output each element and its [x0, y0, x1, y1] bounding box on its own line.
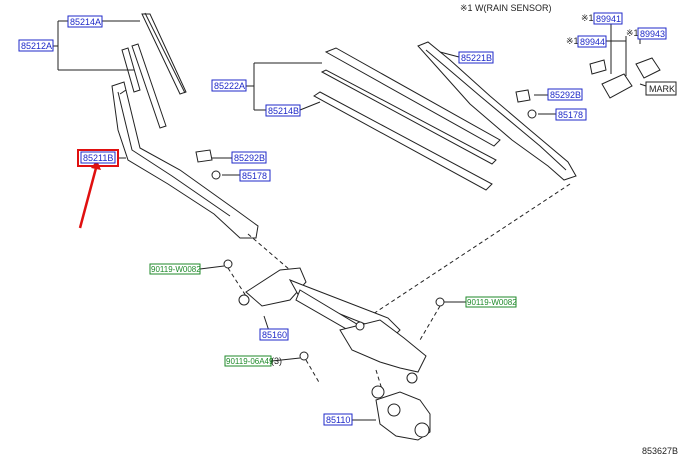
label-85221B[interactable]: 85221B [458, 51, 494, 64]
label-89943[interactable]: 89943 [637, 27, 667, 40]
svg-text:85221B: 85221B [461, 53, 492, 63]
label-85214B[interactable]: 85214B [265, 104, 301, 117]
wiper-motor [371, 385, 431, 441]
svg-text:90119-W0082: 90119-W0082 [151, 265, 201, 274]
label-90119-W0082-right[interactable]: 90119-W0082 [465, 296, 517, 308]
rain-sensor-note: ※1 W(RAIN SENSOR) [460, 3, 552, 13]
label-85212A[interactable]: 85212A [18, 39, 54, 52]
label-85222A[interactable]: 85222A [211, 79, 247, 92]
label-85292B-right[interactable]: 85292B [547, 88, 583, 101]
label-89941[interactable]: 89941 [593, 12, 623, 25]
label-85160[interactable]: 85160 [259, 328, 289, 341]
svg-text:85212A: 85212A [21, 41, 52, 51]
svg-text:85214A: 85214A [70, 17, 101, 27]
label-85110[interactable]: 85110 [323, 413, 353, 426]
bolt-bottom [299, 351, 309, 361]
svg-text:85211B: 85211B [83, 153, 113, 163]
svg-text:85292B: 85292B [550, 90, 581, 100]
label-85211B[interactable]: 85211B [77, 149, 119, 167]
wiper-arm-right [417, 41, 577, 181]
diagram-id: 853627B [642, 446, 678, 456]
svg-text:89941: 89941 [596, 14, 621, 24]
nut-right [527, 109, 537, 119]
svg-text:85292B: 85292B [234, 153, 265, 163]
svg-text:89943: 89943 [640, 29, 665, 39]
svg-text:85178: 85178 [242, 171, 267, 181]
label-85214A[interactable]: 85214A [67, 15, 103, 28]
bolt-left [223, 259, 233, 269]
label-85292B-left[interactable]: 85292B [231, 151, 267, 164]
wiper-linkage [238, 267, 427, 384]
ref-mark-89943: ※1 [626, 28, 639, 38]
mark-label: MARK [645, 81, 677, 96]
wiper-blade-right [313, 47, 501, 191]
svg-text:90119-06A49: 90119-06A49 [226, 357, 274, 366]
label-90119-06A49[interactable]: 90119-06A49 [224, 355, 274, 367]
label-89944[interactable]: 89944 [577, 35, 607, 48]
bolt-quantity: (3) [271, 356, 282, 366]
svg-text:85110: 85110 [326, 415, 350, 425]
ref-mark-89941: ※1 [581, 13, 594, 23]
highlight-arrow [78, 167, 98, 229]
svg-text:89944: 89944 [580, 37, 605, 47]
svg-text:85222A: 85222A [214, 81, 245, 91]
rain-sensor [601, 73, 633, 99]
svg-text:85178: 85178 [558, 110, 583, 120]
svg-text:MARK: MARK [649, 84, 675, 94]
label-85178-left[interactable]: 85178 [239, 169, 271, 182]
svg-text:85160: 85160 [262, 330, 287, 340]
cap-right [515, 89, 531, 103]
cap-left [195, 149, 213, 163]
ref-mark-89944: ※1 [566, 36, 579, 46]
svg-text:90119-W0082: 90119-W0082 [467, 298, 517, 307]
nut-left [211, 170, 221, 180]
label-90119-W0082-left[interactable]: 90119-W0082 [149, 263, 201, 275]
sensor-pad [589, 59, 607, 75]
label-85178-right[interactable]: 85178 [555, 108, 587, 121]
sensor-cover [635, 57, 661, 79]
svg-text:85214B: 85214B [268, 106, 299, 116]
wiper-arm-left [111, 81, 259, 239]
bolt-right [435, 297, 445, 307]
